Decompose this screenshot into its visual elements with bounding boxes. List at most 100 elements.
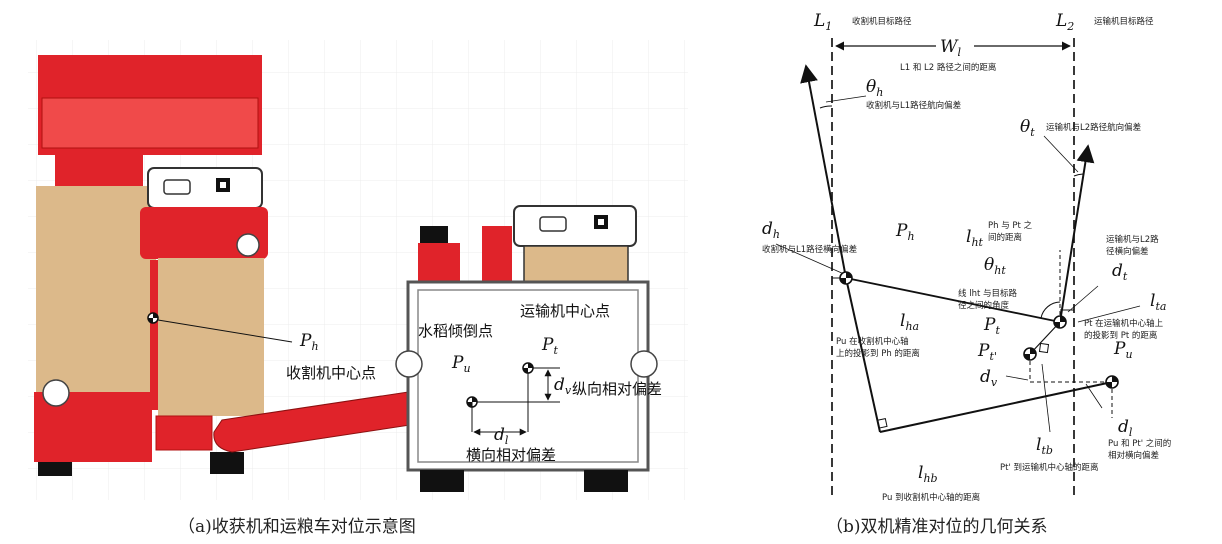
theta-ht-arc <box>1040 301 1061 319</box>
harvester-auger-post <box>150 260 158 410</box>
harvester-engine <box>140 207 268 259</box>
theta-h-leader <box>825 95 867 103</box>
pt-label-a: Pt <box>541 335 558 357</box>
dt-label: dt <box>1112 261 1128 283</box>
transporter-center-point <box>522 362 534 374</box>
theta-t-label: θt <box>1020 117 1035 139</box>
harvester-cab-indicator-dot <box>220 182 226 188</box>
harvester <box>34 55 497 476</box>
harvester-left-body <box>36 186 156 396</box>
lht-label: lht <box>966 227 984 249</box>
transporter-cab-indicator-dot <box>598 219 604 225</box>
dl-label-a: dl <box>494 425 509 447</box>
caption-b: （b)双机精准对位的几何关系 <box>826 517 1048 537</box>
harvester-center-leader <box>157 319 293 343</box>
l2-label: L2 <box>1055 11 1074 33</box>
transporter-top-block <box>420 226 448 244</box>
rice-fall-label: 水稻倾倒点 <box>418 322 493 340</box>
lht-desc-1: Ph 与 Pt 之 <box>988 220 1033 231</box>
theta-t-leader <box>1043 135 1079 173</box>
ltb-desc: Pt' 到运输机中心轴的距离 <box>1000 462 1099 473</box>
ptp-label: Pt' <box>977 341 997 363</box>
theta-h-desc: 收割机与L1路径航向偏差 <box>866 100 961 111</box>
pt-label-b: Pt <box>983 315 1000 337</box>
harvester-center-label: 收割机中心点 <box>286 364 376 382</box>
dt-leader <box>1067 285 1099 313</box>
dh-label: dh <box>762 219 780 241</box>
longitudinal-label: 纵向相对偏差 <box>572 380 662 398</box>
dh-desc: 收割机与L1路径横向偏差 <box>762 244 857 255</box>
dl-leader <box>1085 383 1103 409</box>
lta-leader <box>1077 305 1141 323</box>
theta-t-desc: 运输机与L2路径航向偏差 <box>1046 122 1141 133</box>
ph-label-b: Ph <box>895 221 915 243</box>
lta-desc-1: Pt 在运输机中心轴上 <box>1084 318 1164 329</box>
right-angle-hb <box>876 418 888 429</box>
transporter-front-left <box>418 243 460 283</box>
transporter-axis <box>1059 144 1095 323</box>
ltb-leader <box>1041 363 1051 433</box>
harvester-axis-lower <box>845 277 881 433</box>
harvester-axis <box>800 64 847 279</box>
harvester-right-body <box>158 258 264 416</box>
harvester-side-light <box>42 379 70 407</box>
dl-label-b: dl <box>1118 417 1133 439</box>
transporter-engine <box>523 245 629 283</box>
theta-ht-desc-2: 径之间的角度 <box>958 300 1010 311</box>
caption-a: （a)收获机和运粮车对位示意图 <box>178 517 416 537</box>
dv-label-a: dv <box>554 375 572 397</box>
figure-a: Ph 收割机中心点 水稻倾倒点 运输机中心点 Pt Pu dv 纵向相对偏差 d… <box>28 40 688 500</box>
harvester-center-point <box>147 312 159 324</box>
lha-label: lha <box>900 311 919 333</box>
transporter-light-right <box>630 350 658 378</box>
dh-leader <box>775 243 845 275</box>
harvester-top-panel <box>41 97 259 149</box>
harvester-track-right <box>210 452 244 474</box>
wl-desc: L1 和 L2 路径之间的距离 <box>900 62 996 73</box>
dt-desc-1: 运输机与L2路 <box>1106 234 1159 245</box>
dv-leader <box>1005 375 1029 381</box>
transporter-cab-window <box>539 216 567 232</box>
pu-label-b: Pu <box>1113 339 1133 361</box>
ph-label-a: Ph <box>299 331 319 353</box>
l1-label: L1 <box>813 11 832 33</box>
line-lht <box>845 277 1061 323</box>
transporter <box>395 205 658 492</box>
figure-b: L1 收割机目标路径 L2 运输机目标路径 Wl L1 和 L2 路径之间的距离… <box>762 11 1171 503</box>
theta-h-label: θh <box>866 77 883 99</box>
dv-label-b: dv <box>980 367 998 389</box>
transporter-light-left <box>395 350 423 378</box>
theta-ht-desc-1: 线 lht 与目标路 <box>958 288 1017 299</box>
lhb-label: lhb <box>918 463 938 485</box>
harvester-track-left <box>38 462 72 476</box>
harvester-bottom-mid <box>155 415 213 451</box>
ltb-label: ltb <box>1036 435 1053 457</box>
transporter-track-right <box>584 470 628 492</box>
lta-label: lta <box>1150 291 1166 313</box>
dt-desc-2: 径横向偏差 <box>1106 246 1149 257</box>
l1-desc: 收割机目标路径 <box>852 16 912 27</box>
wl-label: Wl <box>940 37 961 59</box>
right-angle-tb <box>1038 342 1050 354</box>
pt-point <box>1053 315 1067 329</box>
transporter-front-mid <box>482 226 512 282</box>
theta-t-arc <box>1073 173 1084 177</box>
lha-desc-2: 上的投影到 Ph 的距离 <box>836 348 920 359</box>
transporter-track-left <box>420 470 464 492</box>
line-lhb <box>879 381 1113 433</box>
theta-h-arc <box>819 105 833 109</box>
dl-desc-1: Pu 和 Pt' 之间的 <box>1108 438 1171 449</box>
theta-ht-label: θht <box>984 255 1006 277</box>
lha-desc-1: Pu 在收割机中心轴 <box>836 336 909 347</box>
pu-label-a: Pu <box>451 353 471 375</box>
line-ptp-pt <box>1029 321 1061 355</box>
l2-desc: 运输机目标路径 <box>1094 16 1154 27</box>
lhb-desc: Pu 到收割机中心轴的距离 <box>882 492 980 503</box>
harvester-neck <box>55 155 143 187</box>
transporter-center-label: 运输机中心点 <box>520 302 610 320</box>
lateral-label: 横向相对偏差 <box>466 446 556 464</box>
lta-desc-2: 的投影到 Pt 的距离 <box>1084 330 1157 341</box>
harvester-wheel-light <box>236 233 260 257</box>
ptp-point <box>1023 347 1037 361</box>
